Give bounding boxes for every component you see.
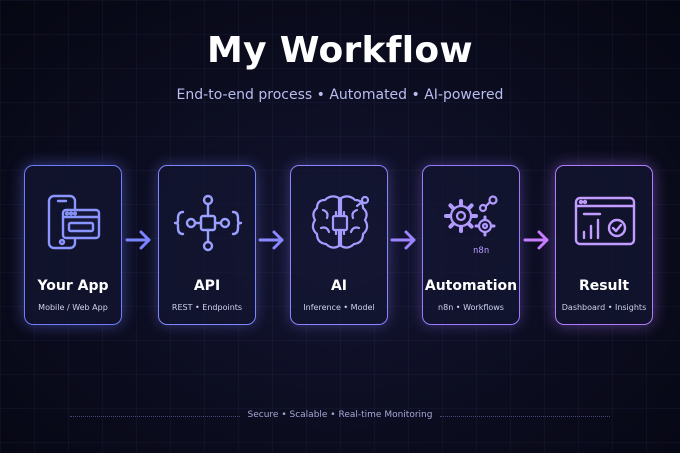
footer-tagline: Secure • Scalable • Real-time Monitoring <box>247 410 433 420</box>
mobile-app-icon <box>47 194 101 250</box>
step-subtitle: Dashboard • Insights <box>561 303 647 312</box>
step-title: Result <box>578 278 630 294</box>
step-title: AI <box>330 278 348 294</box>
footer-divider-right <box>440 416 610 417</box>
brain-chip-icon <box>311 195 370 249</box>
step-subtitle: REST • Endpoints <box>171 303 243 312</box>
page-subtitle: End-to-end process • Automated • AI-powe… <box>176 87 504 103</box>
step-title: Automation <box>424 278 518 294</box>
n8n-label: n8n <box>473 246 490 256</box>
step-card-result: Result Dashboard • Insights <box>555 165 653 325</box>
step-card-automation: n8n Automation n8n • Workflows <box>422 165 520 325</box>
arrow-right-icon <box>258 230 284 250</box>
step-title: Your App <box>37 278 109 294</box>
gears-icon <box>444 195 498 237</box>
api-network-icon <box>173 194 243 252</box>
step-subtitle: Inference • Model <box>303 303 375 312</box>
step-card-ai: AI Inference • Model <box>290 165 388 325</box>
page-title: My Workflow <box>207 30 473 71</box>
step-subtitle: Mobile / Web App <box>38 303 108 312</box>
step-card-your-app: Your App Mobile / Web App <box>24 165 122 325</box>
arrow-right-icon <box>390 230 416 250</box>
arrow-right-icon <box>523 230 549 250</box>
step-subtitle: n8n • Workflows <box>438 303 504 312</box>
step-title: API <box>193 278 221 294</box>
step-card-api: API REST • Endpoints <box>158 165 256 325</box>
dashboard-icon <box>574 196 636 246</box>
arrow-right-icon <box>125 230 151 250</box>
footer-divider-left <box>70 416 240 417</box>
